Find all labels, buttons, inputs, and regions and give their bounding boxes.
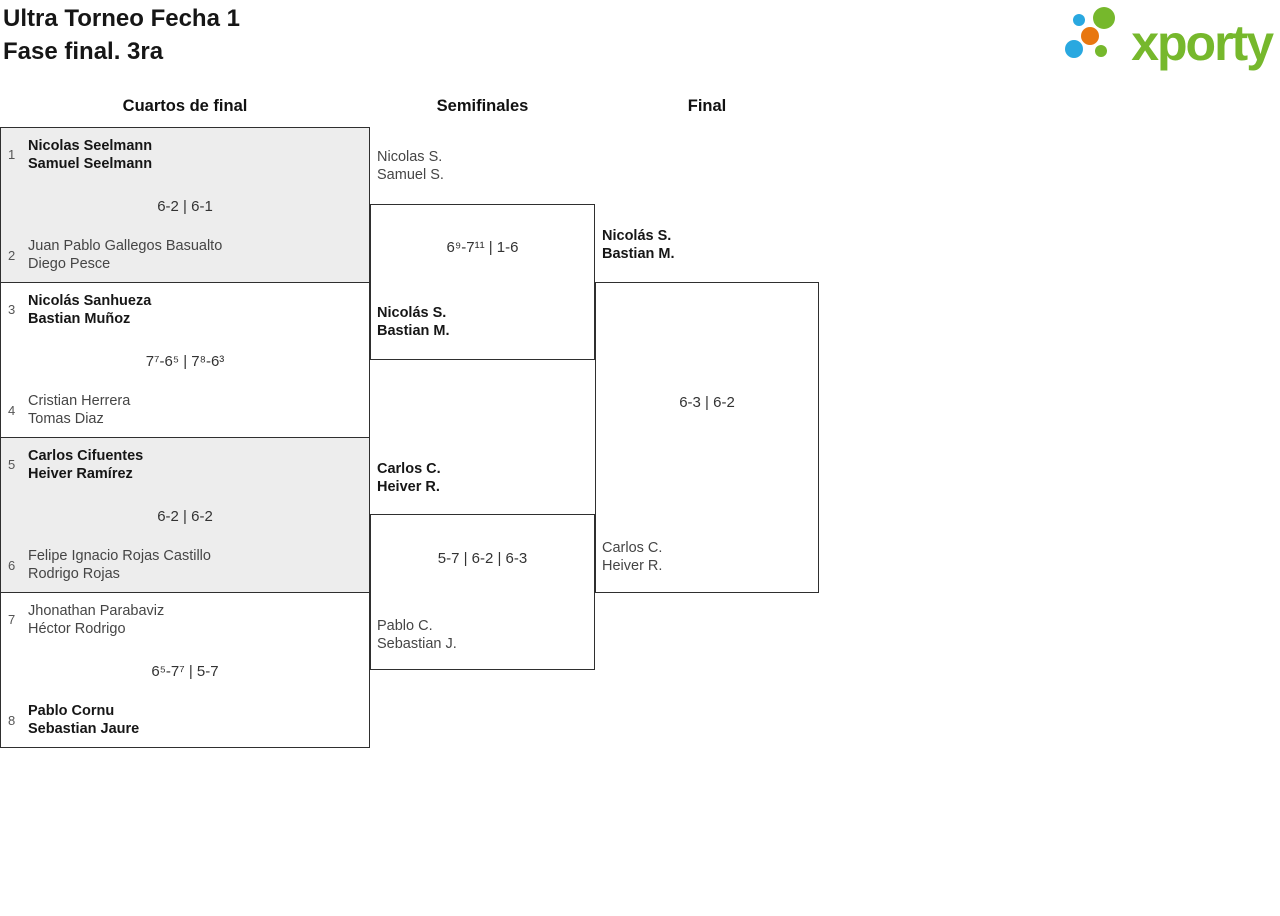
player-name: Bastian Muñoz [28,311,131,327]
seed-number: 8 [8,713,16,728]
team-pair: Nicolás S. Bastian M. [602,227,675,263]
seed-number: 6 [8,558,16,573]
quarterfinal-match-3[interactable]: 5 Carlos Cifuentes Heiver Ramírez 6-2 | … [0,437,370,593]
quarterfinal-match-4[interactable]: 7 Jhonathan Parabaviz Héctor Rodrigo 6⁵-… [0,592,370,748]
team-pair: Carlos Cifuentes Heiver Ramírez [28,447,143,483]
tournament-name: Ultra Torneo Fecha 1 [3,5,240,32]
seed-number: 3 [8,302,16,317]
xporty-logo-text: xporty [1131,15,1274,71]
player-name: Pablo C. [377,618,433,634]
player-name: Sebastian Jaure [28,721,140,737]
page-title: Ultra Torneo Fecha 1 Fase final. 3ra [3,2,240,68]
xporty-logo[interactable]: xporty [1059,4,1274,71]
player-name: Diego Pesce [28,256,111,272]
match-score: 6-2 | 6-2 [157,508,213,525]
team-pair: Pablo Cornu Sebastian Jaure [28,702,139,738]
player-name: Nicolas S. [377,149,443,165]
player-name: Carlos Cifuentes [28,448,144,464]
team-pair: Nicolás S. Bastian M. [377,304,450,340]
player-name: Samuel S. [377,167,444,183]
team-pair: Carlos C. Heiver R. [377,460,441,496]
player-name: Carlos C. [602,540,663,556]
player-name: Bastian M. [602,246,675,262]
column-header-semifinals: Semifinales [436,97,529,115]
quarterfinal-match-1[interactable]: 1 Nicolas Seelmann Samuel Seelmann 6-2 |… [0,127,370,283]
match-score: 6-2 | 6-1 [157,198,213,215]
column-header-final: Final [687,97,727,115]
player-name: Rodrigo Rojas [28,566,120,582]
team-pair: Nicolas Seelmann Samuel Seelmann [28,137,152,173]
match-score: 6-3 | 6-2 [679,394,735,411]
team-pair: Carlos C. Heiver R. [602,539,662,575]
semifinal-match-2[interactable] [370,514,595,670]
player-name: Tomas Diaz [28,411,104,427]
team-pair: Cristian Herrera Tomas Diaz [28,392,130,428]
seed-number: 4 [8,403,16,418]
player-name: Nicolás Sanhueza [28,293,152,309]
player-name: Juan Pablo Gallegos Basualto [28,238,223,254]
team-pair: Jhonathan Parabaviz Héctor Rodrigo [28,602,164,638]
player-name: Samuel Seelmann [28,156,153,172]
player-name: Pablo Cornu [28,703,115,719]
match-score: 5-7 | 6-2 | 6-3 [437,550,528,567]
team-pair: Nicolás Sanhueza Bastian Muñoz [28,292,151,328]
team-pair: Juan Pablo Gallegos Basualto Diego Pesce [28,237,222,273]
quarterfinal-match-2[interactable]: 3 Nicolás Sanhueza Bastian Muñoz 7⁷-6⁵ |… [0,282,370,438]
team-pair: Nicolas S. Samuel S. [377,148,444,184]
match-score: 6⁵-7⁷ | 5-7 [151,663,219,680]
seed-number: 7 [8,612,16,627]
column-header-quarterfinals: Cuartos de final [122,97,248,115]
player-name: Nicolás S. [377,305,447,321]
match-score: 6⁹-7¹¹ | 1-6 [446,239,519,256]
player-name: Bastian M. [377,323,450,339]
player-name: Jhonathan Parabaviz [28,603,165,619]
semifinal-match-1[interactable] [370,204,595,360]
player-name: Heiver R. [602,558,663,574]
seed-number: 2 [8,248,16,263]
seed-number: 5 [8,457,16,472]
player-name: Carlos C. [377,461,441,477]
player-name: Felipe Ignacio Rojas Castillo [28,548,211,564]
team-pair: Pablo C. Sebastian J. [377,617,457,653]
player-name: Cristian Herrera [28,393,131,409]
match-score: 7⁷-6⁵ | 7⁸-6³ [145,353,225,370]
player-name: Sebastian J. [377,636,457,652]
final-match[interactable] [595,282,819,593]
player-name: Nicolás S. [602,228,672,244]
team-pair: Felipe Ignacio Rojas Castillo Rodrigo Ro… [28,547,211,583]
player-name: Héctor Rodrigo [28,621,126,637]
player-name: Heiver Ramírez [28,466,133,482]
xporty-dots-icon [1065,7,1116,58]
player-name: Heiver R. [377,479,440,495]
phase-name: Fase final. 3ra [3,38,164,65]
player-name: Nicolas Seelmann [28,138,153,154]
seed-number: 1 [8,147,16,162]
